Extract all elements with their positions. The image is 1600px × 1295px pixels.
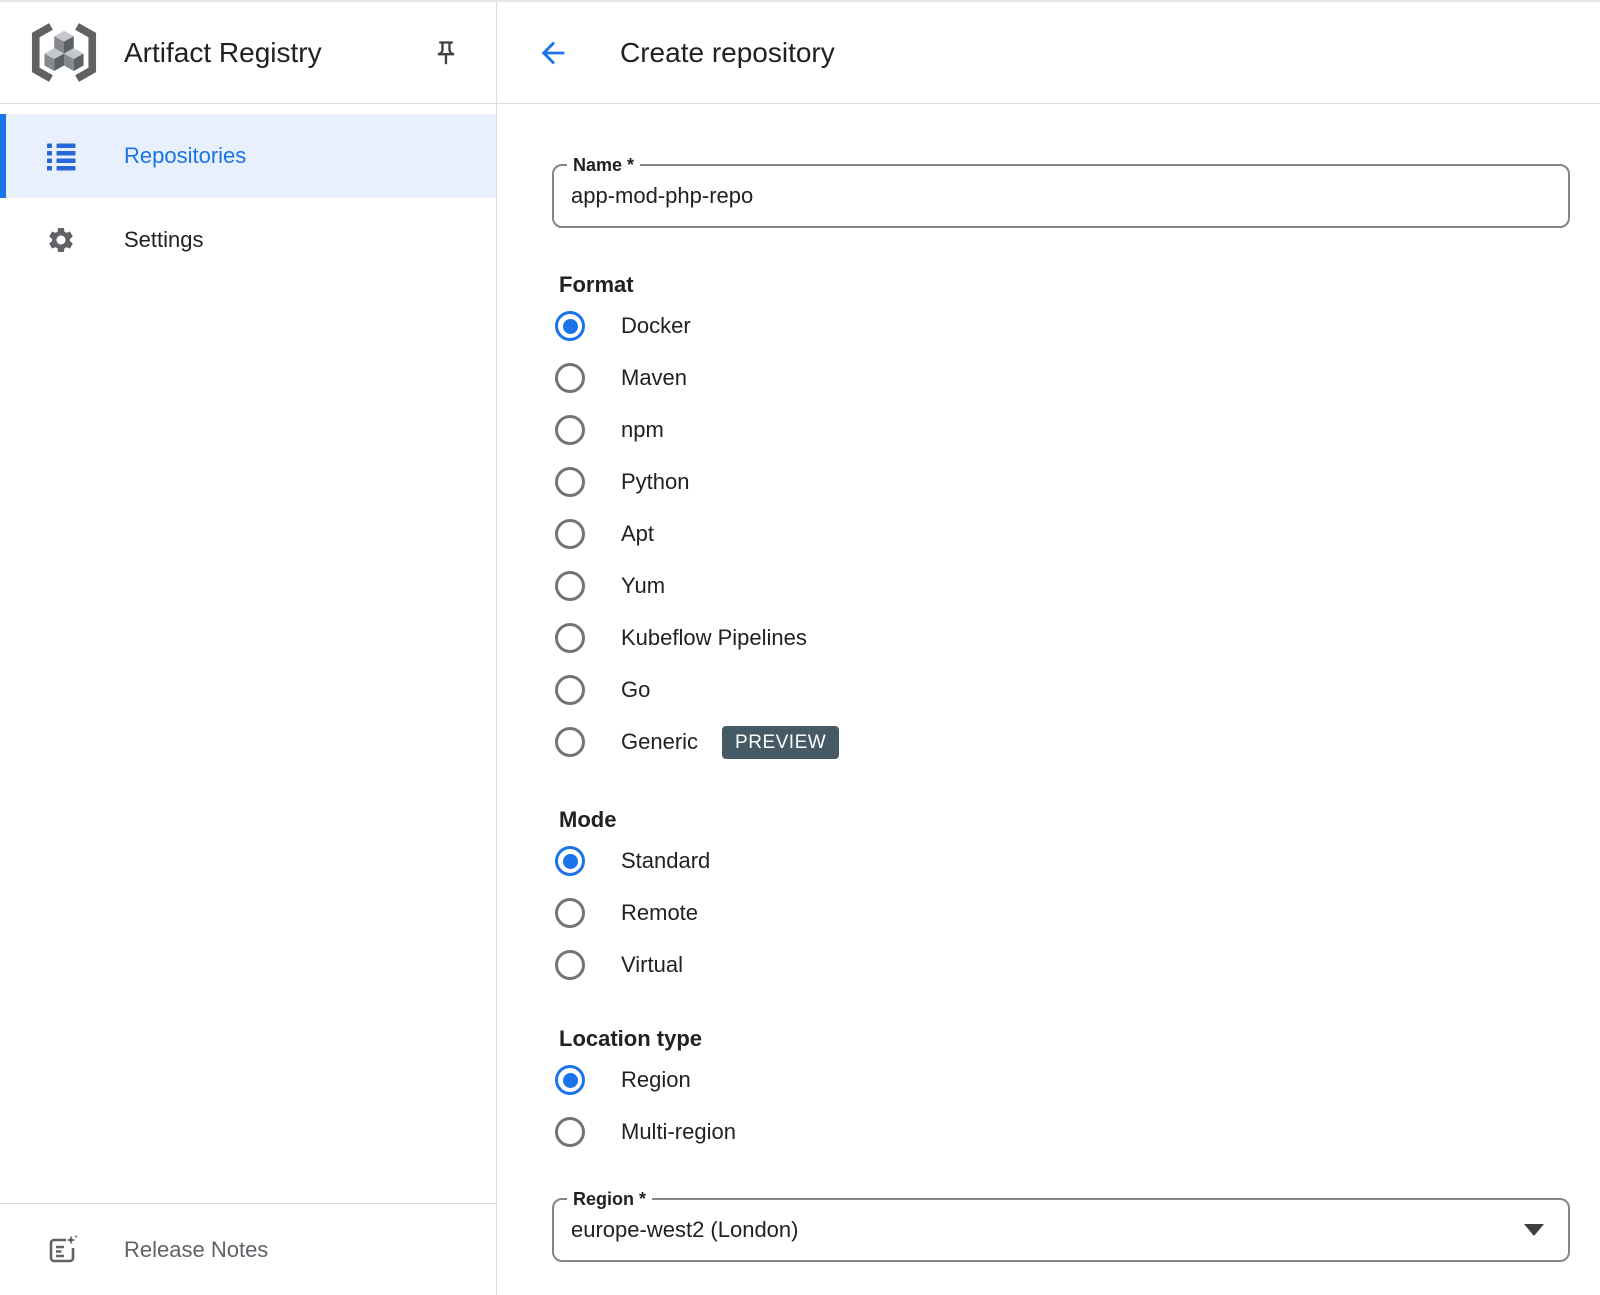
preview-badge: PREVIEW	[722, 725, 840, 759]
sidebar: Artifact Registry	[0, 2, 497, 1295]
radio-remote[interactable]	[555, 898, 585, 928]
radio-yum[interactable]	[555, 571, 585, 601]
radio-region[interactable]	[555, 1065, 585, 1095]
radio-generic[interactable]	[555, 727, 585, 757]
radio-python[interactable]	[555, 467, 585, 497]
radio-label-npm[interactable]: npm	[621, 417, 664, 442]
radio-label-kubeflow-pipelines[interactable]: Kubeflow Pipelines	[621, 625, 807, 650]
gear-icon	[46, 225, 76, 255]
region-select[interactable]: Region * europe-west2 (London)	[552, 1188, 1570, 1262]
format-heading: Format	[559, 272, 634, 297]
format-option-apt[interactable]: Apt	[552, 508, 1570, 560]
format-section: Format Docker Maven npm Python	[552, 270, 1570, 768]
radio-virtual[interactable]	[555, 950, 585, 980]
name-input[interactable]	[554, 168, 1568, 224]
list-icon	[46, 141, 76, 171]
pin-button[interactable]	[432, 37, 460, 69]
radio-label-maven[interactable]: Maven	[621, 365, 688, 390]
release-notes-icon	[49, 1235, 77, 1262]
dropdown-arrow-icon[interactable]	[1524, 1224, 1544, 1236]
sidebar-item-label: Settings	[124, 227, 204, 252]
sidebar-item-settings[interactable]: Settings	[0, 198, 496, 282]
radio-npm[interactable]	[555, 415, 585, 445]
location-type-heading: Location type	[559, 1026, 703, 1051]
sidebar-nav: Repositories Settings	[0, 104, 496, 1203]
radio-multi-region[interactable]	[555, 1117, 585, 1147]
region-select-value: europe-west2 (London)	[571, 1217, 799, 1242]
name-field: Name *	[552, 154, 1570, 228]
radio-apt[interactable]	[555, 519, 585, 549]
mode-option-remote[interactable]: Remote	[552, 887, 1570, 939]
radio-label-docker[interactable]: Docker	[621, 313, 691, 338]
radio-standard[interactable]	[555, 846, 585, 876]
mode-section: Mode Standard Remote Virtual	[552, 805, 1570, 991]
mode-option-virtual[interactable]: Virtual	[552, 939, 1570, 991]
radio-label-yum[interactable]: Yum	[621, 573, 666, 598]
radio-label-apt[interactable]: Apt	[621, 521, 655, 546]
page-title: Create repository	[620, 36, 835, 68]
region-select-label: Region *	[567, 1188, 653, 1210]
mode-option-standard[interactable]: Standard	[552, 835, 1570, 887]
back-button[interactable]	[536, 36, 570, 70]
radio-label-virtual[interactable]: Virtual	[621, 952, 683, 977]
release-notes-link[interactable]: Release Notes	[0, 1203, 496, 1295]
create-repository-form: Name * Format Docker Maven npm	[497, 104, 1600, 1262]
format-option-python[interactable]: Python	[552, 456, 1570, 508]
format-option-npm[interactable]: npm	[552, 404, 1570, 456]
radio-label-multi-region[interactable]: Multi-region	[621, 1119, 736, 1144]
radio-go[interactable]	[555, 675, 585, 705]
radio-kubeflow-pipelines[interactable]	[555, 623, 585, 653]
radio-maven[interactable]	[555, 363, 585, 393]
format-option-kubeflow-pipelines[interactable]: Kubeflow Pipelines	[552, 612, 1570, 664]
main-panel: Create repository Name * Format Docker M…	[497, 2, 1600, 1295]
pin-icon	[437, 40, 455, 65]
sidebar-item-label: Repositories	[124, 143, 247, 168]
radio-label-python[interactable]: Python	[621, 469, 690, 494]
sidebar-header: Artifact Registry	[0, 2, 496, 104]
app-title: Artifact Registry	[124, 36, 322, 68]
location-option-region[interactable]: Region	[552, 1054, 1570, 1106]
radio-label-generic[interactable]: Generic	[621, 729, 699, 754]
radio-docker[interactable]	[555, 311, 585, 341]
release-notes-label: Release Notes	[124, 1236, 269, 1262]
page-header: Create repository	[497, 2, 1600, 104]
location-type-section: Location type Region Multi-region	[552, 1024, 1570, 1158]
format-option-maven[interactable]: Maven	[552, 352, 1570, 404]
radio-label-region[interactable]: Region	[621, 1067, 691, 1092]
format-option-docker[interactable]: Docker	[552, 300, 1570, 352]
location-option-multi-region[interactable]: Multi-region	[552, 1106, 1570, 1158]
back-arrow-icon	[541, 41, 565, 64]
sidebar-item-repositories[interactable]: Repositories	[0, 114, 496, 198]
artifact-registry-logo-icon	[31, 23, 97, 82]
radio-label-go[interactable]: Go	[621, 677, 651, 702]
mode-heading: Mode	[559, 807, 617, 832]
format-option-go[interactable]: Go	[552, 664, 1570, 716]
radio-label-standard[interactable]: Standard	[621, 848, 711, 873]
name-field-label: Name *	[567, 154, 641, 176]
format-option-yum[interactable]: Yum	[552, 560, 1570, 612]
radio-label-remote[interactable]: Remote	[621, 900, 699, 925]
format-option-generic[interactable]: Generic PREVIEW	[552, 716, 1570, 768]
